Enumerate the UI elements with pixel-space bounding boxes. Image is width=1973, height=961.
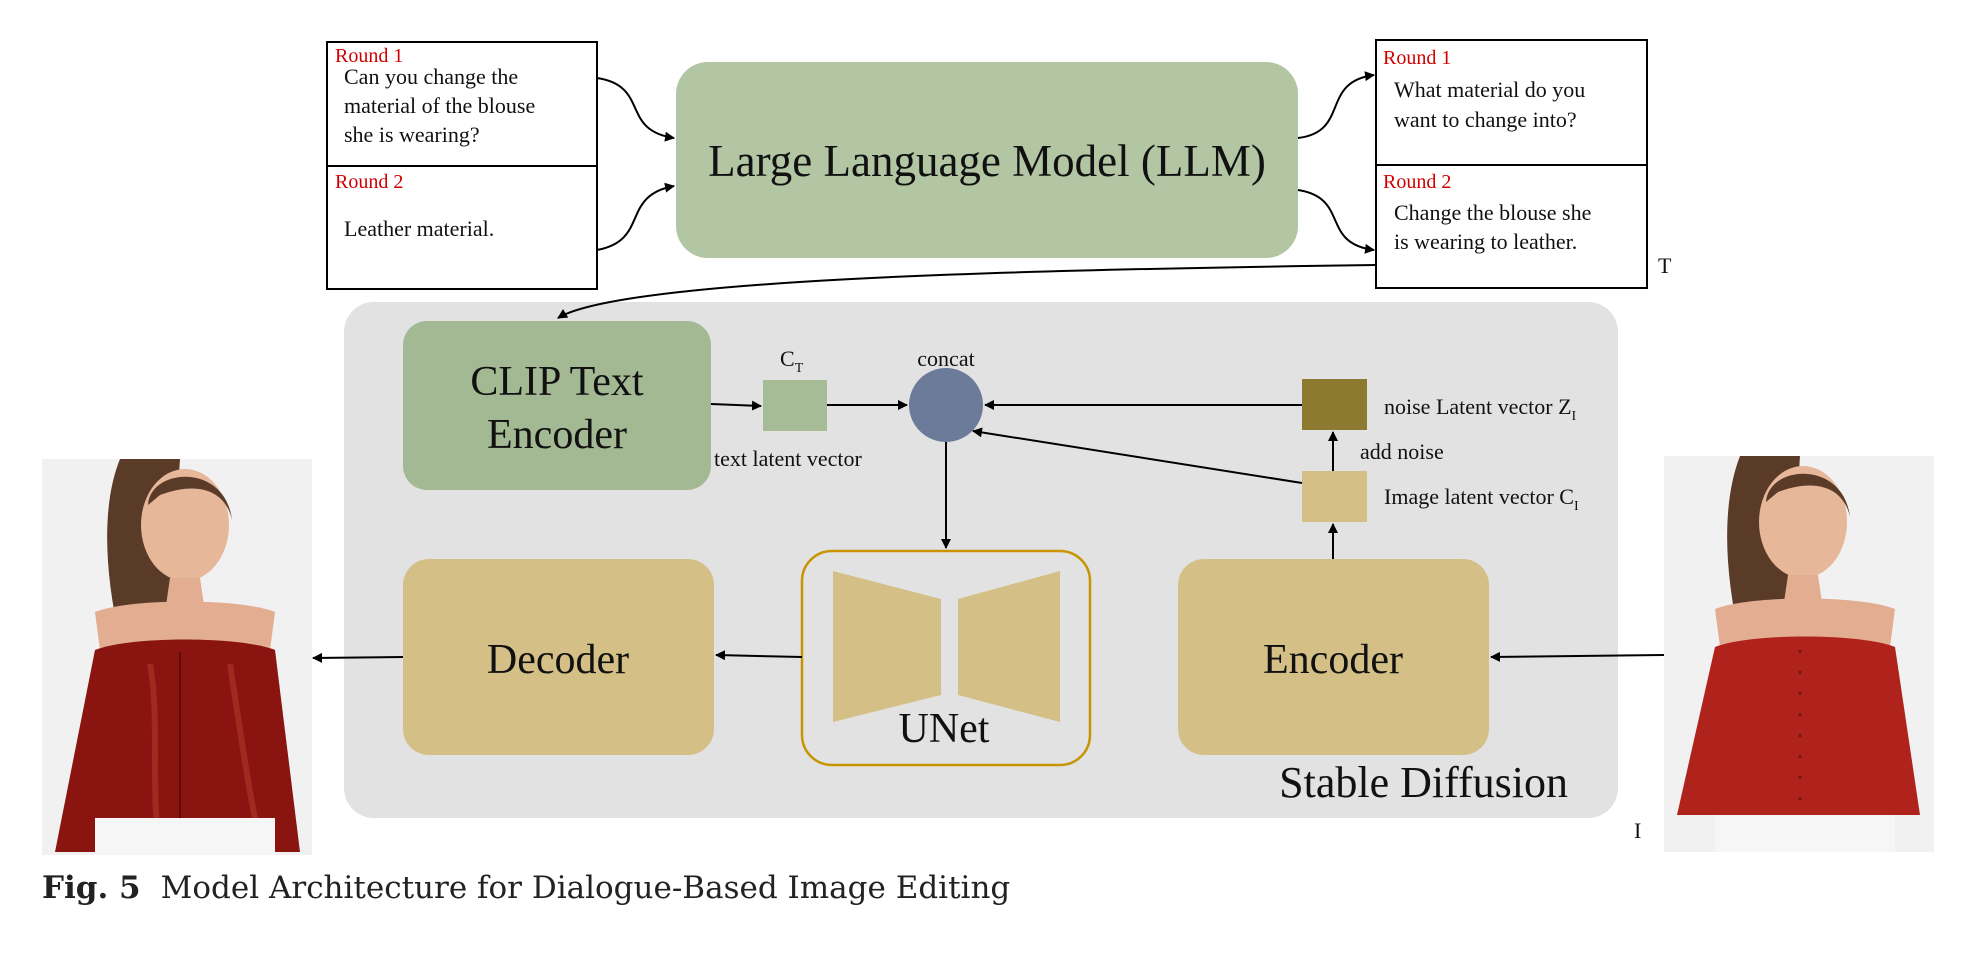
input-round1-tag: Round 1	[335, 45, 403, 67]
input-round1-box	[326, 41, 598, 167]
output-round2-line2: is wearing to leather.	[1394, 229, 1577, 254]
input-round2-box	[326, 165, 598, 290]
arrow-input-image-to-encoder	[1490, 651, 1665, 662]
output-round1-tag: Round 1	[1383, 47, 1451, 69]
output-round2-box	[1375, 164, 1648, 289]
llm-label: Large Language Model (LLM)	[708, 136, 1266, 186]
concat-label: concat	[917, 346, 974, 371]
output-round2-tag: Round 2	[1383, 171, 1451, 193]
unet-decoder-trapezoid	[958, 571, 1060, 722]
output-round2-line1: Change the blouse she	[1394, 200, 1591, 225]
llm-block	[676, 62, 1298, 258]
noise-latent-label: noise Latent vector ZI	[1384, 394, 1577, 424]
output-image	[42, 459, 312, 855]
arrow-input-round1-to-llm	[596, 77, 675, 142]
figure-caption-text: Model Architecture for Dialogue-Based Im…	[160, 870, 1011, 906]
clip-text-encoder-block	[403, 321, 711, 490]
output-round1-line2: want to change into?	[1394, 107, 1577, 132]
figure-caption: Fig. 5 Model Architecture for Dialogue-Ba…	[42, 870, 1010, 906]
input-image	[1664, 456, 1934, 852]
input-round1-line1: Can you change the	[344, 64, 518, 89]
arrow-clip-to-ct	[710, 400, 762, 411]
image-latent-square	[1302, 471, 1367, 522]
noise-latent-square	[1302, 379, 1367, 430]
arrow-output-to-clip	[557, 264, 1377, 319]
unet-block	[800, 549, 1092, 767]
arrow-input-round2-to-llm	[596, 182, 675, 251]
encoder-label: Encoder	[1263, 637, 1403, 683]
output-round1-line1: What material do you	[1394, 77, 1585, 102]
arrow-llm-to-output-round2	[1297, 189, 1375, 254]
figure-caption-label: Fig. 5	[42, 870, 141, 906]
arrow-llm-to-output-round1	[1297, 71, 1375, 139]
unet-encoder-trapezoid	[833, 571, 941, 722]
output-round1-box	[1375, 39, 1648, 166]
add-noise-label: add noise	[1360, 439, 1444, 464]
clip-label-line1: CLIP Text	[470, 359, 644, 405]
input-round1-line2: material of the blouse	[344, 93, 535, 118]
text-latent-label: text latent vector	[714, 446, 862, 471]
input-round1-line3: she is wearing?	[344, 122, 480, 147]
unet-label: UNet	[899, 706, 990, 752]
arrow-decoder-to-output-image	[312, 652, 404, 663]
arrow-image-latent-to-concat	[972, 427, 1303, 484]
clip-label-line2: Encoder	[487, 412, 627, 458]
image-input-marker: I	[1634, 818, 1641, 843]
decoder-label: Decoder	[487, 637, 629, 683]
input-round2-tag: Round 2	[335, 171, 403, 193]
concat-node	[909, 368, 983, 442]
text-input-marker: T	[1658, 253, 1672, 278]
input-round2-text: Leather material.	[344, 216, 494, 241]
image-latent-label: Image latent vector CI	[1384, 484, 1579, 514]
arrow-unet-to-decoder	[715, 650, 803, 661]
encoder-block	[1178, 559, 1489, 755]
text-latent-square	[763, 380, 827, 431]
ct-label: CT	[780, 346, 804, 376]
stable-diffusion-label: Stable Diffusion	[1279, 758, 1568, 807]
decoder-block	[403, 559, 714, 755]
